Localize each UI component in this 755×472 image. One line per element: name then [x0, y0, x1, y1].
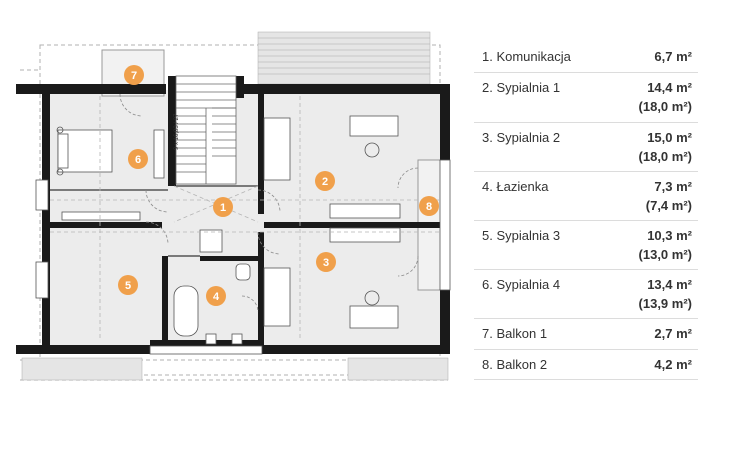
room-name: 7. Balkon 1: [482, 326, 548, 341]
room-area-secondary: (7,4 m²): [645, 198, 692, 213]
room-name: 8. Balkon 2: [482, 357, 548, 372]
door-swings: [119, 93, 419, 313]
stairs-note: 9 x 16,83 / 27: [174, 113, 180, 150]
room-row-balkon-2: 8. Balkon 2 4,2 m²: [474, 350, 698, 380]
room-name: 2. Sypialnia 1: [482, 80, 561, 95]
room-markers: 7 6 1 2 8 3 5 4: [118, 65, 439, 306]
room-area: 14,4 m²: [647, 80, 692, 95]
room-area-values: 2,7 m²: [654, 319, 692, 343]
room-marker-8: 8: [419, 196, 439, 216]
room-area: 4,2 m²: [654, 357, 692, 372]
svg-text:6: 6: [135, 154, 141, 166]
svg-text:2: 2: [322, 176, 328, 188]
room-name: 6. Sypialnia 4: [482, 277, 561, 292]
room-area: 7,3 m²: [654, 179, 692, 194]
thin-walls: [50, 185, 258, 257]
roof-hatch-bottom: [21, 357, 449, 381]
room-area-secondary: (13,9 m²): [638, 296, 692, 311]
room-marker-5: 5: [118, 275, 138, 295]
room-marker-2: 2: [315, 171, 335, 191]
room-marker-1: 1: [213, 197, 233, 217]
floor-plan: 9 x 16,83 / 27: [16, 31, 451, 381]
room-area-values: 10,3 m² (13,0 m²): [639, 221, 692, 264]
room-row-balkon-1: 7. Balkon 1 2,7 m²: [474, 319, 698, 350]
room-row-sypialnia-1: 2. Sypialnia 1 14,4 m² (18,0 m²): [474, 73, 698, 123]
room-area: 6,7 m²: [654, 49, 692, 64]
svg-text:8: 8: [426, 201, 432, 213]
svg-text:7: 7: [131, 70, 137, 82]
room-row-komunikacja: 1. Komunikacja 6,7 m²: [474, 42, 698, 73]
room-area-values: 14,4 m² (18,0 m²): [639, 73, 692, 116]
room-area-list: 1. Komunikacja 6,7 m² 2. Sypialnia 1 14,…: [474, 42, 698, 380]
room-marker-4: 4: [206, 286, 226, 306]
room-row-sypialnia-3: 5. Sypialnia 3 10,3 m² (13,0 m²): [474, 221, 698, 270]
room-area: 13,4 m²: [647, 277, 692, 292]
room-area-secondary: (18,0 m²): [638, 149, 692, 164]
room-row-sypialnia-4: 6. Sypialnia 4 13,4 m² (13,9 m²): [474, 270, 698, 319]
svg-text:3: 3: [323, 257, 329, 269]
chairs: [56, 126, 380, 306]
room-name: 4. Łazienka: [482, 179, 549, 194]
room-marker-3: 3: [316, 252, 336, 272]
room-name: 1. Komunikacja: [482, 49, 571, 64]
room-area-values: 13,4 m² (13,9 m²): [639, 270, 692, 313]
room-area-values: 7,3 m² (7,4 m²): [646, 172, 692, 215]
room-marker-6: 6: [128, 149, 148, 169]
room-name: 3. Sypialnia 2: [482, 130, 561, 145]
room-area: 15,0 m²: [647, 130, 692, 145]
bathroom-fixtures: [173, 229, 251, 345]
room-area-secondary: (18,0 m²): [638, 99, 692, 114]
room-marker-7: 7: [124, 65, 144, 85]
windows: [35, 159, 451, 355]
roof-hatch-top-lines: [258, 37, 430, 75]
room-area: 2,7 m²: [654, 326, 692, 341]
room-name: 5. Sypialnia 3: [482, 228, 561, 243]
staircase: [175, 75, 237, 185]
room-area-values: 4,2 m²: [654, 350, 692, 374]
room-area-values: 6,7 m²: [654, 42, 692, 66]
room-row-lazienka: 4. Łazienka 7,3 m² (7,4 m²): [474, 172, 698, 221]
room-area: 10,3 m²: [647, 228, 692, 243]
furniture: [57, 115, 401, 329]
roof-hatch-top: [257, 31, 431, 85]
svg-text:1: 1: [220, 202, 226, 214]
room-area-secondary: (13,0 m²): [638, 247, 692, 262]
svg-text:4: 4: [213, 291, 220, 303]
room-row-sypialnia-2: 3. Sypialnia 2 15,0 m² (18,0 m²): [474, 123, 698, 172]
svg-text:5: 5: [125, 280, 131, 292]
room-area-values: 15,0 m² (18,0 m²): [639, 123, 692, 166]
